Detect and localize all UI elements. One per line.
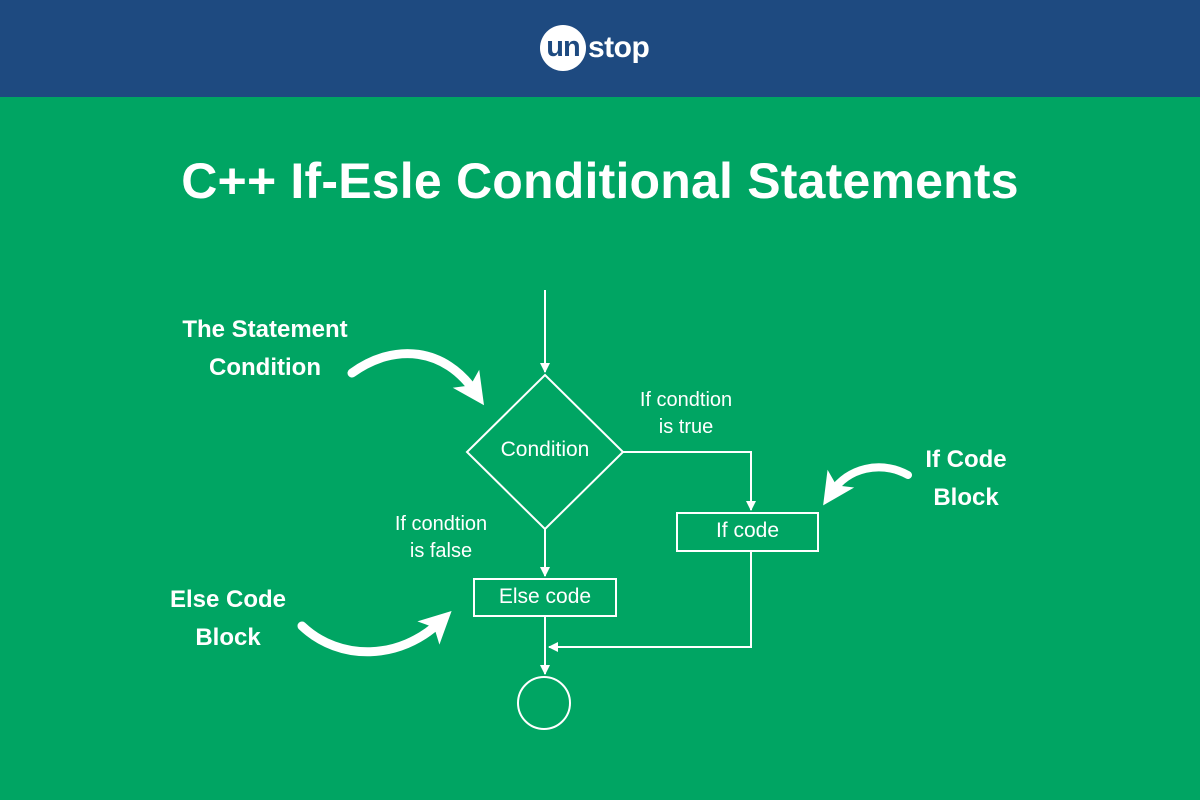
true-branch-label-line2: is true xyxy=(658,416,714,438)
else-code-block-line1: Else Code xyxy=(169,586,287,613)
logo-circle-text: un xyxy=(546,31,580,63)
if-code-block-line2: Block xyxy=(933,484,999,511)
else-code-block-arrow-icon xyxy=(297,610,452,657)
header-bar: un stop xyxy=(0,0,1200,97)
if-code-box xyxy=(676,512,819,552)
statement-condition-line1: The Statement xyxy=(182,316,348,343)
logo-circle: un xyxy=(540,25,586,71)
if-code-block-annotation: If Code Block xyxy=(890,441,1042,517)
statement-condition-arrow-icon xyxy=(347,349,485,406)
else-code-block-annotation: Else Code Block xyxy=(138,581,318,657)
else-code-label: Else code xyxy=(498,585,592,608)
if-code-block-line1: If Code xyxy=(925,446,1007,473)
true-branch-label: If condtion is true xyxy=(606,387,766,441)
true-branch-label-line1: If condtion xyxy=(639,389,733,411)
false-branch-label: If condtion is false xyxy=(361,511,521,565)
page-title: C++ If-Esle Conditional Statements xyxy=(181,153,1019,209)
logo-text: stop xyxy=(588,31,650,64)
unstop-logo[interactable]: un stop xyxy=(540,24,650,72)
if-code-label: If code xyxy=(715,519,780,542)
statement-condition-line2: Condition xyxy=(209,354,321,381)
end-terminator xyxy=(517,676,571,730)
false-branch-label-line2: is false xyxy=(409,540,473,562)
statement-condition-annotation: The Statement Condition xyxy=(150,311,380,387)
content-area xyxy=(0,97,1200,800)
true-branch-connector xyxy=(623,451,756,511)
if-code-block-arrow-icon xyxy=(823,463,912,506)
if-return-connector xyxy=(548,551,752,652)
false-branch-label-line1: If condtion xyxy=(394,513,488,535)
else-code-block-line2: Block xyxy=(195,624,261,651)
condition-label: Condition xyxy=(500,438,590,461)
